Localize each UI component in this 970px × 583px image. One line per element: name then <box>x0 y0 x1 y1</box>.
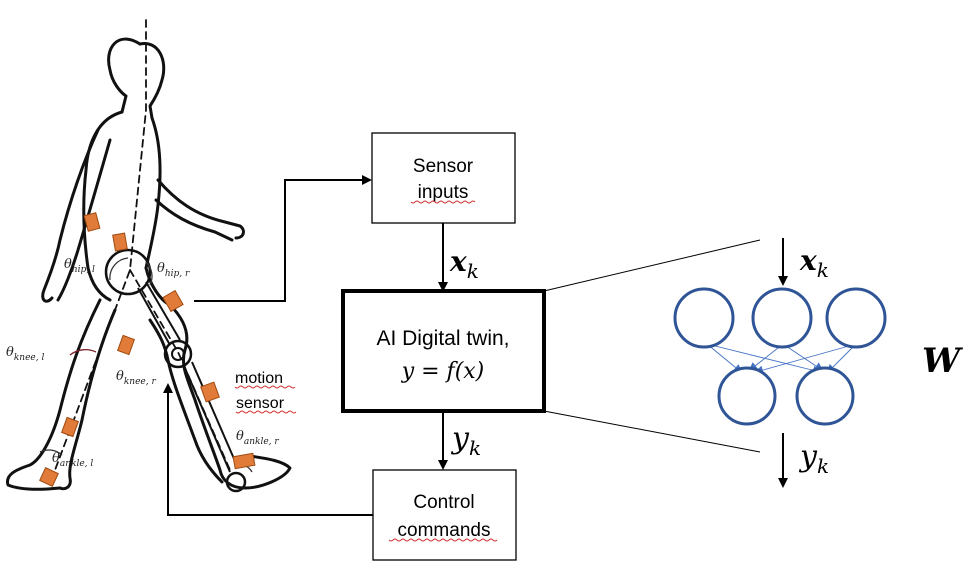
svg-text:inputs: inputs <box>418 182 469 203</box>
sensor-pad <box>83 212 101 232</box>
neural-network: xk yk W <box>673 238 963 488</box>
nn-nodes <box>673 287 887 426</box>
svg-text:Sensor: Sensor <box>413 156 474 177</box>
hip-left-angle-label: θhip, l <box>64 257 95 275</box>
ankle-left-angle-label: θankle, l <box>52 451 93 469</box>
sensor-pad <box>60 416 80 438</box>
sensor-pad <box>39 467 59 487</box>
sensor-pad <box>200 381 220 403</box>
knee-left-angle-label: θknee, l <box>6 345 44 363</box>
control-commands-box: Control commands <box>372 469 517 561</box>
sensor-input-arrow <box>194 175 372 302</box>
signal-labels: xk yk <box>449 245 481 460</box>
ai-digital-twin-box: AI Digital twin, y = f(x) <box>341 289 546 413</box>
joint-angle-labels: θhip, l θhip, r θknee, l θknee, r θankle… <box>6 257 279 469</box>
sensor-pads <box>39 212 256 487</box>
svg-text:motion: motion <box>235 370 283 387</box>
nn-output-node <box>795 366 855 426</box>
svg-text:AI Digital twin,: AI Digital twin, <box>376 327 509 350</box>
digital-twin-equation: y = f(x) <box>401 359 485 384</box>
zoom-guide-lines <box>543 239 761 453</box>
nn-input-node <box>751 287 813 349</box>
flow-connectors <box>163 175 448 516</box>
sensor-inputs-box: Sensor inputs <box>371 132 516 224</box>
nn-output-node <box>717 366 777 426</box>
sensor-pad <box>232 452 256 470</box>
weights-label: W <box>922 341 963 381</box>
output-signal-label: yk <box>450 421 481 460</box>
nn-input-node <box>673 287 735 349</box>
ankle-right-angle-label: θankle, r <box>236 429 279 447</box>
input-signal-label: xk <box>449 245 479 283</box>
svg-text:sensor: sensor <box>236 395 285 412</box>
knee-right-angle-label: θknee, r <box>116 369 156 387</box>
nn-input-node <box>825 287 887 349</box>
sensor-pad <box>116 334 136 356</box>
nn-edges <box>706 343 857 375</box>
exoskeleton <box>104 248 247 493</box>
control-feedback-arrow <box>163 383 373 516</box>
nn-input-label: xk <box>799 244 829 282</box>
svg-text:commands: commands <box>398 520 491 541</box>
nn-output-label: yk <box>798 439 829 478</box>
svg-text:Control: Control <box>413 492 474 513</box>
hip-right-angle-label: θhip, r <box>157 261 190 279</box>
sensor-pad <box>162 289 184 313</box>
walking-human-figure <box>5 19 292 491</box>
motion-sensor-label: motion sensor <box>234 370 297 414</box>
sensor-pad <box>112 232 128 252</box>
